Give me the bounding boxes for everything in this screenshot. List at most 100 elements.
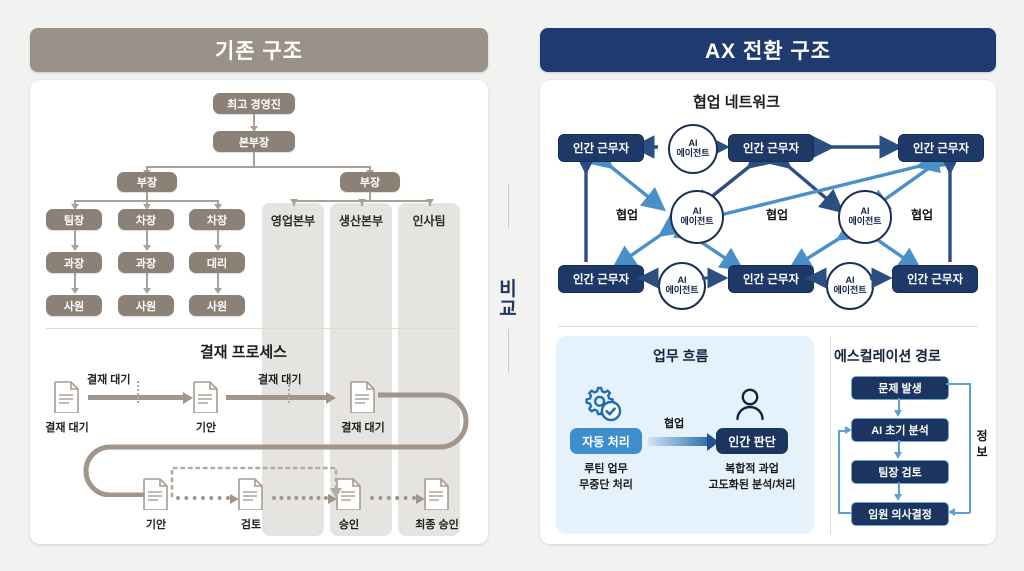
- escalation-title: 에스컬레이션 경로: [834, 348, 941, 364]
- arrowhead-silo1: [290, 199, 298, 205]
- document-caption-3: 결재 대기: [341, 422, 385, 434]
- right-section-divider: [558, 326, 978, 327]
- agent-label-line1: AI: [688, 138, 698, 149]
- arrowhead-c1-l2: [71, 245, 79, 251]
- document-icon-5: [238, 478, 264, 510]
- connector-mgrR-down: [369, 192, 371, 201]
- workflow-human-caption-1: 복합적 과업: [725, 463, 779, 475]
- connector-c3-l2-l3: [217, 273, 219, 291]
- arrowhead-col1: [71, 204, 79, 210]
- arrowhead-silo2: [358, 199, 366, 205]
- escalation-arrow-1: [894, 410, 902, 417]
- network-title: 협업 네트워크: [693, 94, 780, 111]
- connector-c1-l2-l3: [74, 273, 76, 291]
- agent-label-line1: AI: [845, 275, 855, 286]
- process-arrow-label-2: 결재 대기: [258, 374, 302, 386]
- process-arrow-label-1: 결재 대기: [87, 374, 131, 386]
- network-human-bottom-right: 인간 근무자: [892, 265, 978, 293]
- escalation-loop-left-vertical: [838, 430, 840, 513]
- escalation-loop-left-top: [838, 430, 846, 432]
- org-box-c3-l1: 차장: [189, 209, 245, 230]
- compare-label-2: 교: [499, 298, 517, 320]
- workflow-arrow-label: 협업: [664, 418, 685, 430]
- workflow-auto-caption-2: 무중단 처리: [579, 479, 633, 491]
- org-box-c2-l1: 차장: [118, 209, 174, 230]
- document-caption-7: 최종 승인: [415, 519, 459, 531]
- connector-c3-l1-l2: [217, 230, 219, 248]
- network-bottom-arrows: [637, 267, 893, 289]
- escalation-info-arrow: [948, 508, 955, 516]
- document-caption-2: 기안: [195, 422, 217, 434]
- connector-hq-right-drop: [369, 166, 371, 173]
- org-box-c2-l3: 사원: [118, 295, 174, 316]
- connector-hq-left-drop: [146, 166, 148, 173]
- process-arrow-3: [176, 494, 239, 504]
- agent-label-line1: AI: [860, 206, 870, 217]
- arrowhead-c3-l2: [214, 245, 222, 251]
- process-arrow-1: [88, 391, 193, 404]
- document-icon-4: [143, 478, 169, 510]
- arrowhead-c3-l3: [214, 288, 222, 294]
- escalation-loop-left-bottom: [838, 512, 852, 514]
- org-box-c1-l3: 사원: [46, 295, 102, 316]
- collab-label-right: 협업: [911, 208, 934, 222]
- agent-label-line1: AI: [677, 275, 687, 286]
- connector-mgrL-c3: [217, 200, 219, 206]
- document-caption-1: 결재 대기: [45, 422, 89, 434]
- arrowhead-ceo-hq: [250, 126, 258, 132]
- org-box-c2-l2: 과장: [118, 252, 174, 273]
- escalation-connector-1: [898, 398, 900, 414]
- org-box-c1-l1: 팀장: [46, 209, 102, 230]
- org-box-manager-left: 부장: [117, 172, 177, 192]
- org-box-hq-head: 본부장: [213, 131, 295, 152]
- silo-column-sales: [262, 203, 324, 536]
- process-rework-loop: [170, 466, 342, 498]
- network-human-bottom-mid: 인간 근무자: [728, 265, 814, 293]
- process-arrow-4: [272, 494, 337, 504]
- process-arrow-5: [370, 494, 425, 504]
- arrowhead-col3: [214, 204, 222, 210]
- escalation-info-top: [946, 383, 970, 385]
- document-icon-7: [424, 478, 450, 510]
- workflow-human-chip: 인간 판단: [716, 428, 788, 454]
- connector-ceo-to-hq: [253, 114, 255, 129]
- silo-label-hr: 인사팀: [412, 214, 446, 228]
- org-box-manager-right: 부장: [340, 172, 400, 192]
- network-agent-top-1: AI 에이전트: [668, 124, 718, 174]
- agent-label-line2: 에이전트: [848, 216, 882, 226]
- process-title: 결재 프로세스: [200, 344, 287, 361]
- escalation-arrow-3: [894, 494, 902, 501]
- connector-mgrL-c1: [74, 200, 76, 206]
- network-agent-mid-right: AI 에이전트: [838, 190, 892, 244]
- network-human-top-left: 인간 근무자: [558, 134, 644, 162]
- arrowhead-c2-l2: [143, 245, 151, 251]
- escalation-step-1: 문제 발생: [851, 376, 949, 400]
- connector-mgrL-c2: [146, 200, 148, 206]
- connector-mgrL-down: [146, 192, 148, 201]
- compare-line-bottom: [507, 329, 509, 374]
- document-icon-2: [193, 381, 219, 413]
- agent-label-line1: AI: [692, 206, 702, 217]
- agent-label-line2: 에이전트: [680, 216, 714, 226]
- workflow-human-caption-2: 고도화된 분석/처리: [708, 479, 796, 491]
- compare-line-top: [507, 184, 509, 228]
- connector-hq-down: [253, 152, 255, 167]
- escalation-step-3: 팀장 검토: [851, 460, 949, 484]
- arrowhead-col2: [143, 204, 151, 210]
- org-box-c3-l3: 사원: [189, 295, 245, 316]
- person-icon: [734, 388, 766, 422]
- arrowhead-c1-l3: [71, 288, 79, 294]
- escalation-info-bottom: [954, 512, 970, 514]
- org-box-ceo: 최고 경영진: [213, 93, 295, 114]
- document-caption-4: 기안: [145, 519, 167, 531]
- escalation-info-vertical: [969, 383, 971, 513]
- network-agent-bottom-2: AI 에이전트: [826, 262, 874, 310]
- workflow-arrow: [648, 432, 719, 451]
- escalation-step-4: 임원 의사결정: [851, 502, 949, 526]
- collab-label-left: 협업: [616, 208, 639, 222]
- connector-c1-l1-l2: [74, 230, 76, 248]
- compare-marker: 비 교: [494, 184, 522, 374]
- document-icon-1: [54, 381, 80, 413]
- agent-label-line2: 에이전트: [665, 285, 699, 295]
